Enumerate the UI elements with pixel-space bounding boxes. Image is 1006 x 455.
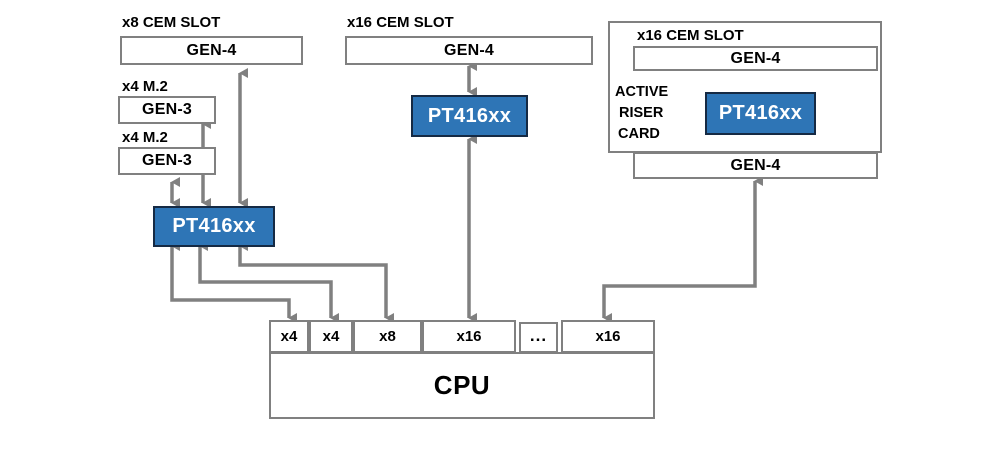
cpu-port-ellipsis: ... [519,322,558,353]
m2-upper-gen3-box: GEN-3 [118,96,216,124]
caption-x4-m2-lower: x4 M.2 [122,129,168,146]
riser-card-label-line2: RISER [619,105,664,121]
cpu-port-x16-a: x16 [422,320,516,353]
cpu-port-x16-b: x16 [561,320,655,353]
riser-card-label-line3: CARD [618,126,660,142]
cpu-port-x8: x8 [353,320,422,353]
x8-cem-slot-gen4-box: GEN-4 [120,36,303,65]
caption-x16-cem-slot-riser: x16 CEM SLOT [637,27,744,44]
cpu-box: CPU [269,352,655,419]
cpu-port-x4-a: x4 [269,320,309,353]
caption-x16-cem-slot-middle: x16 CEM SLOT [347,14,454,31]
middle-pt416xx-switch: PT416xx [411,95,528,137]
caption-x4-m2-upper: x4 M.2 [122,78,168,95]
riser-x16-cem-slot-gen4-box: GEN-4 [633,46,878,71]
m2-lower-gen3-box: GEN-3 [118,147,216,175]
riser-card-label-line1: ACTIVE [615,84,669,100]
riser-downstream-gen4-box: GEN-4 [633,152,878,179]
right-pt416xx-switch: PT416xx [705,92,816,135]
cpu-port-x4-b: x4 [309,320,353,353]
caption-x8-cem-slot: x8 CEM SLOT [122,14,221,31]
link-downstream-gen4-to-cpu-x16 [602,176,763,323]
middle-x16-cem-slot-gen4-box: GEN-4 [345,36,593,65]
link-left-switch-to-cpu-x4-b [198,241,339,323]
link-left-switch-to-cpu-x8 [238,241,394,323]
left-pt416xx-switch: PT416xx [153,206,275,247]
